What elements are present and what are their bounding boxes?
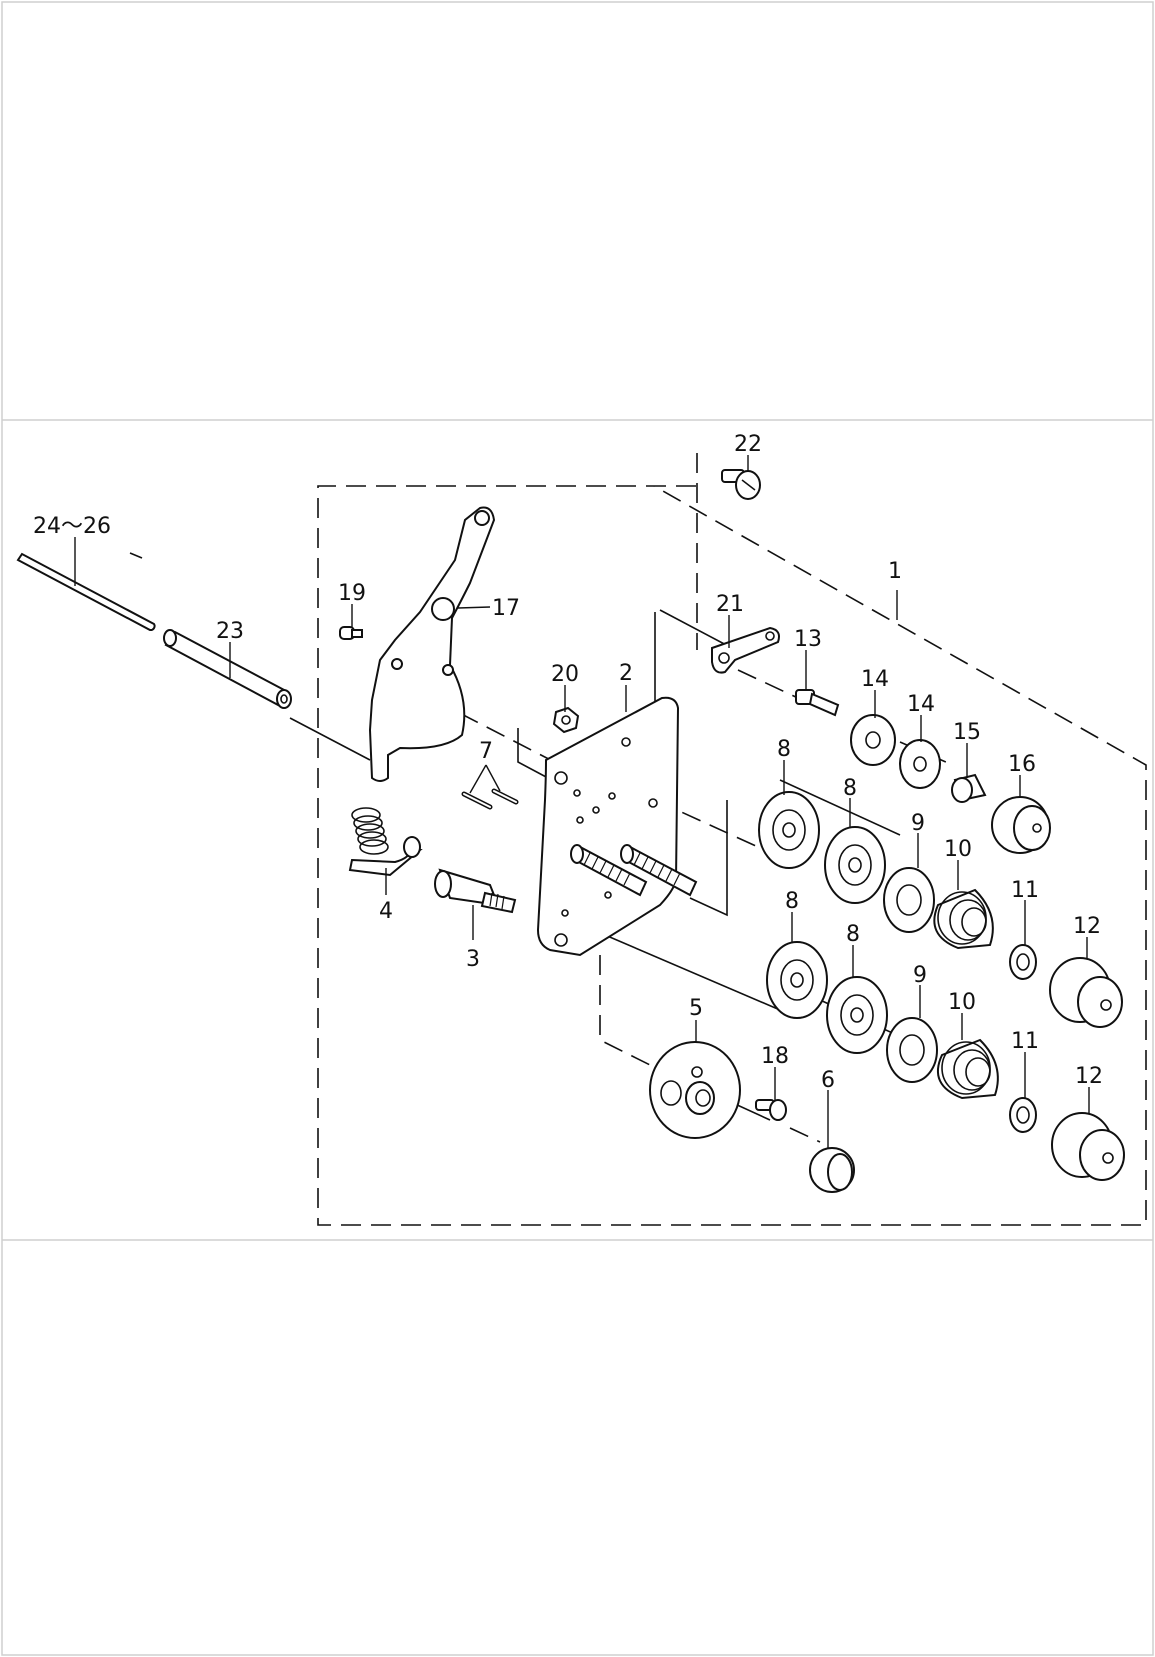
- rod-24-26: [16, 552, 156, 632]
- callout-5: 5: [689, 996, 703, 1021]
- conical-springs-10: [933, 888, 999, 1100]
- callout-8-d: 8: [846, 922, 860, 947]
- lever-17: [368, 506, 496, 782]
- callout-14-b: 14: [907, 692, 935, 717]
- nut-20: [552, 706, 580, 734]
- pins-7: [461, 788, 519, 810]
- callout-23: 23: [216, 619, 244, 644]
- callout-14-a: 14: [861, 667, 889, 692]
- callout-19: 19: [338, 581, 366, 606]
- callout-11-a: 11: [1011, 878, 1039, 903]
- callout-7: 7: [479, 739, 493, 764]
- tension-nuts-12: [1049, 957, 1125, 1181]
- discs-8-lower: [766, 941, 888, 1054]
- callout-6: 6: [821, 1068, 835, 1093]
- callout-15: 15: [953, 720, 981, 745]
- assembly-boundary: [317, 485, 1147, 1226]
- callout-11-b: 11: [1011, 1029, 1039, 1054]
- callout-12-b: 12: [1075, 1064, 1103, 1089]
- callout-16: 16: [1008, 752, 1036, 777]
- bracket-21: [711, 626, 780, 674]
- callout-22: 22: [734, 432, 762, 457]
- cam-5: [649, 1041, 741, 1139]
- callout-20: 20: [551, 662, 579, 687]
- screw-22: [721, 469, 761, 500]
- threaded-studs: [570, 844, 698, 897]
- callout-10-a: 10: [944, 837, 972, 862]
- plate-2: [536, 696, 680, 957]
- callout-8-a: 8: [777, 737, 791, 762]
- callout-12-a: 12: [1073, 914, 1101, 939]
- knob-16: [991, 796, 1051, 854]
- callout-18: 18: [761, 1044, 789, 1069]
- sleeve-23: [163, 629, 292, 709]
- callout-8-c: 8: [785, 889, 799, 914]
- washers-14: [850, 714, 941, 789]
- callout-leaders: [74, 455, 1090, 1148]
- discs-8-upper: [758, 791, 886, 904]
- callout-24-26: 24〜26: [33, 514, 111, 539]
- shaft-3: [434, 868, 517, 914]
- callout-4: 4: [379, 899, 393, 924]
- disc-springs-9: [883, 867, 938, 1083]
- spring-4: [348, 807, 423, 877]
- callout-2: 2: [619, 661, 633, 686]
- callout-17: 17: [492, 596, 520, 621]
- callout-labels: 1 2 3 4 5 6 7 8 8 8 8 9 9 10 10 11 11 12…: [33, 432, 1103, 1093]
- callout-1: 1: [888, 559, 902, 584]
- screw-13: [795, 689, 840, 717]
- screw-18: [755, 1099, 787, 1121]
- callout-21: 21: [716, 592, 744, 617]
- screw-19: [339, 626, 363, 640]
- callout-13: 13: [794, 627, 822, 652]
- knob-6: [809, 1147, 855, 1193]
- lock-washers-11: [1009, 944, 1037, 1133]
- callout-10-b: 10: [948, 990, 976, 1015]
- callout-9-b: 9: [913, 963, 927, 988]
- callout-8-b: 8: [843, 776, 857, 801]
- callout-3: 3: [466, 947, 480, 972]
- callout-9-a: 9: [911, 811, 925, 836]
- spring-15: [951, 773, 987, 803]
